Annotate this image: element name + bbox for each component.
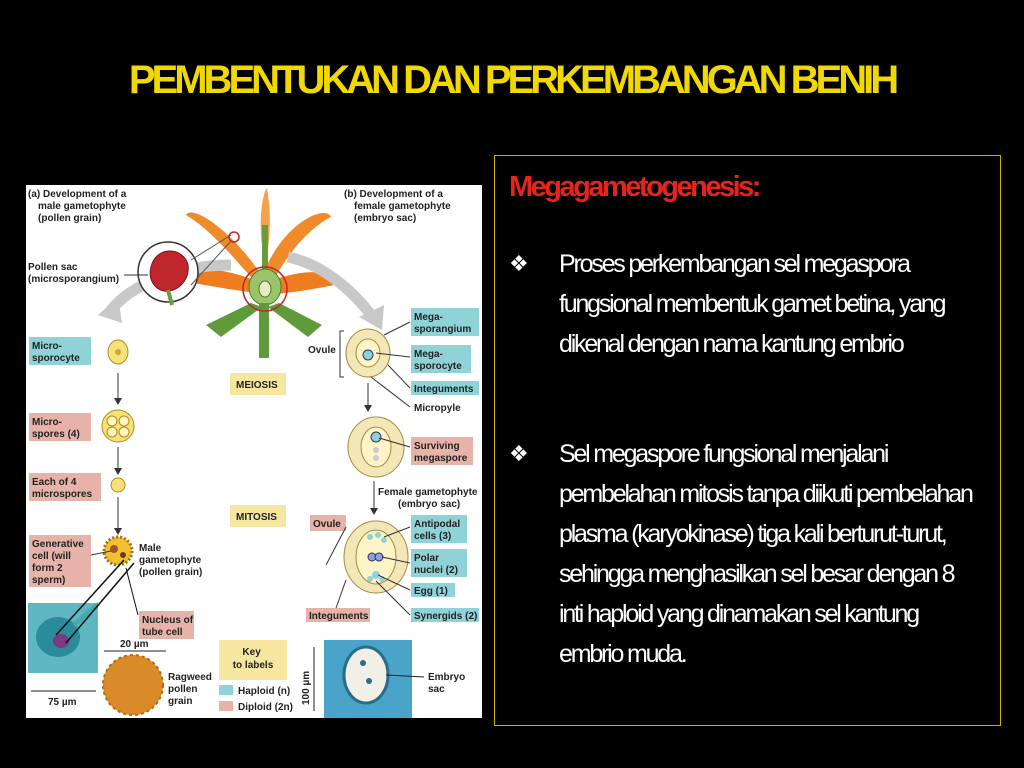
bullet-text: Proses perkembangan sel megaspora fungsi… (559, 250, 947, 358)
bullet-diamond-icon: ❖ (509, 251, 529, 276)
meiosis-label-box (230, 373, 286, 395)
label-megasporocyte: Mega- sporocyte (414, 349, 462, 372)
label-box-nucleus-tube (139, 611, 194, 639)
key-title: Key to labels (233, 647, 274, 671)
key-diploid: Diploid (2n) (238, 702, 293, 713)
slide-title: PEMBENTUKAN DAN PERKEMBANGAN BENIH (128, 58, 899, 102)
label-microspores: Micro- spores (4) (32, 417, 80, 440)
label-synergids: Synergids (2) (414, 611, 477, 622)
label-box-synergids (411, 608, 479, 622)
meiosis-label: MEIOSIS (236, 380, 278, 391)
key-box (219, 640, 287, 680)
heading-male: (a) Development of a male gametophyte (p… (28, 189, 129, 224)
label-box-microsporocyte (29, 337, 91, 365)
label-ragweed: Ragweed pollen grain (168, 672, 215, 707)
mitosis-label: MITOSIS (236, 512, 277, 523)
label-female-gametophyte: Female gametophyte (embryo sac) (378, 487, 480, 510)
label-each-of-4: Each of 4 microspores (32, 477, 92, 500)
label-box-microspores (29, 413, 91, 441)
label-box-polar (411, 549, 467, 577)
label-box-ovule (310, 515, 346, 531)
label-generative-cell: Generative cell (will form 2 sperm) (32, 539, 86, 586)
label-box-integuments-top (411, 381, 479, 395)
label-box-antipodal (411, 515, 467, 543)
scale-100um: 100 µm (301, 671, 312, 705)
label-microsporocyte: Micro- sporocyte (32, 341, 80, 364)
label-polar: Polar nuclei (2) (414, 553, 458, 576)
label-box-megasporocyte (411, 345, 471, 373)
label-egg: Egg (1) (414, 586, 448, 597)
text-panel: Megagametogenesis: ❖ Proses perkembangan… (494, 155, 1001, 726)
label-box-surviving (411, 437, 473, 465)
section-heading: Megagametogenesis: (509, 171, 761, 203)
label-ovule-bottom: Ovule (313, 519, 341, 530)
label-box-megasporangium (411, 308, 479, 336)
label-micropyle: Micropyle (414, 403, 461, 414)
label-surviving-megaspore: Surviving megaspore (414, 441, 468, 464)
bullet-diamond-icon: ❖ (509, 441, 529, 466)
label-box-each-of-4 (29, 473, 101, 501)
label-integuments-bottom: Integuments (309, 611, 369, 622)
heading-female: (b) Development of a female gametophyte … (344, 189, 453, 224)
label-box-egg (411, 583, 455, 597)
label-nucleus-tube: Nucleus of tube cell (142, 615, 196, 638)
label-integuments-top: Integuments (414, 384, 474, 395)
label-male-gametophyte: Male gametophyte (pollen grain) (139, 543, 204, 578)
scale-75um: 75 µm (48, 697, 77, 708)
label-ovule-top: Ovule (308, 345, 336, 356)
mitosis-label-box (230, 505, 286, 527)
label-embryo-sac: Embryo sac (428, 672, 468, 695)
label-box-generative-cell (29, 535, 91, 587)
key-haploid: Haploid (n) (238, 686, 290, 697)
bullet-text: Sel megaspore fungsional menjalani pembe… (559, 440, 974, 668)
label-antipodal: Antipodal cells (3) (414, 519, 463, 542)
flower-illustration (176, 188, 344, 358)
label-box-integuments-bottom (306, 608, 370, 622)
scale-20um: 20 µm (120, 639, 149, 650)
label-pollen-sac: Pollen sac (microsporangium) (28, 262, 119, 285)
label-megasporangium: Mega- sporangium (414, 312, 471, 335)
gametophyte-development-figure: (a) Development of a male gametophyte (p… (26, 185, 482, 718)
key-diploid-swatch (219, 701, 233, 711)
key-haploid-swatch (219, 685, 233, 695)
